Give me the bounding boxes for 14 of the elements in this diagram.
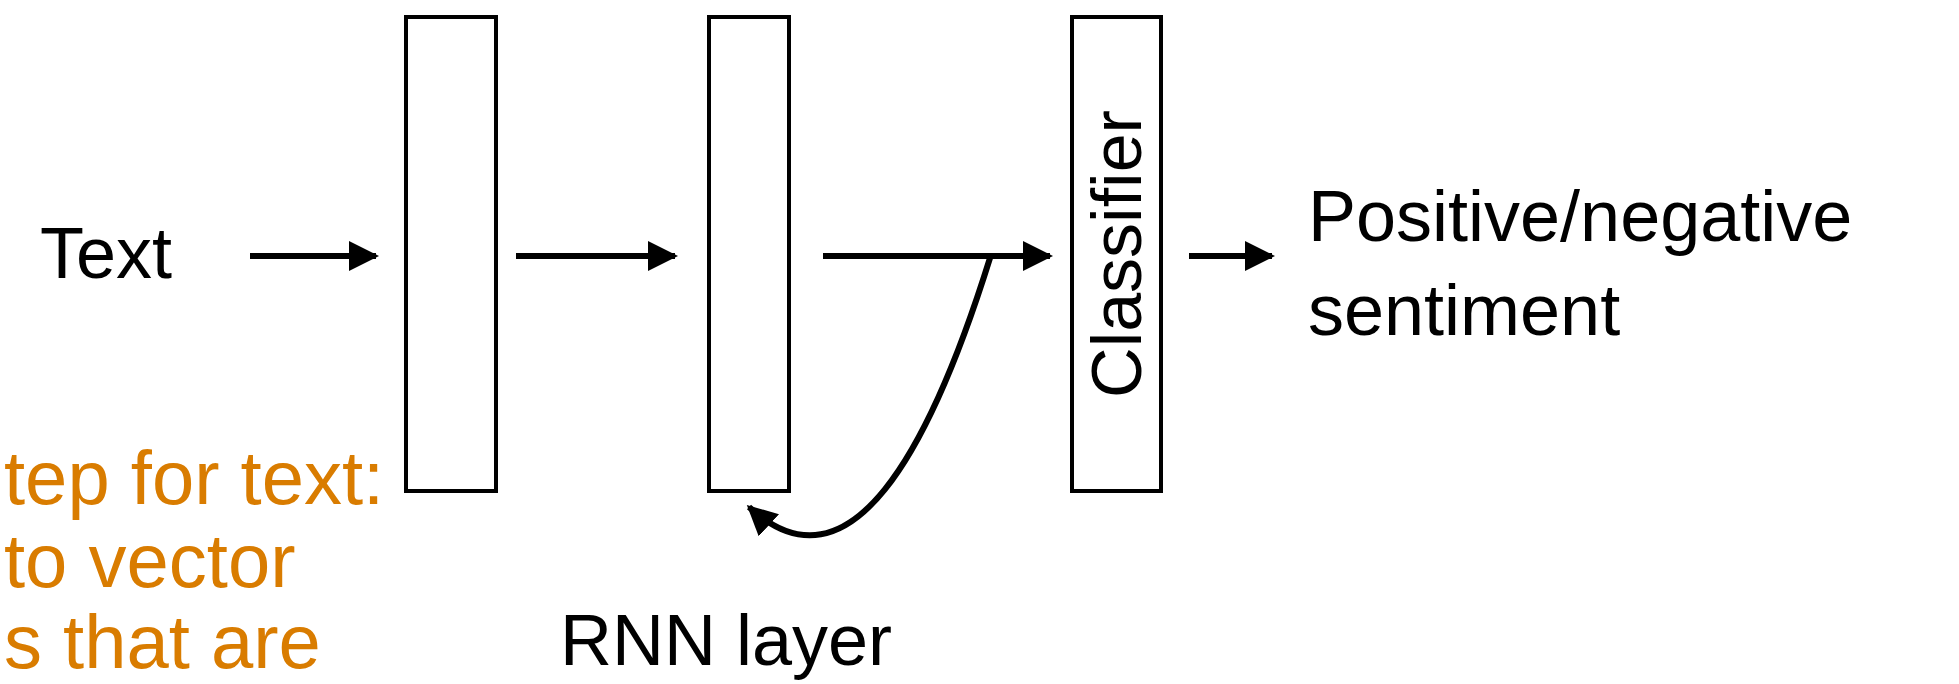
- classifier-box: [1070, 15, 1163, 493]
- arrow: [250, 241, 379, 271]
- note-text: s that are: [4, 604, 321, 680]
- arrow: [516, 241, 678, 271]
- layer-caption: RNN layer: [560, 599, 893, 682]
- node-label: Classifier: [1081, 110, 1152, 398]
- arrow: [1189, 241, 1275, 271]
- arrow: [823, 241, 1053, 271]
- node-label: Positive/negative sentiment: [1308, 175, 1854, 352]
- layer-box: [404, 15, 498, 493]
- layer-box: [707, 15, 791, 493]
- note-text: to vector: [4, 523, 296, 599]
- feedback-arrow: [746, 257, 993, 538]
- node-label: Text: [40, 212, 174, 295]
